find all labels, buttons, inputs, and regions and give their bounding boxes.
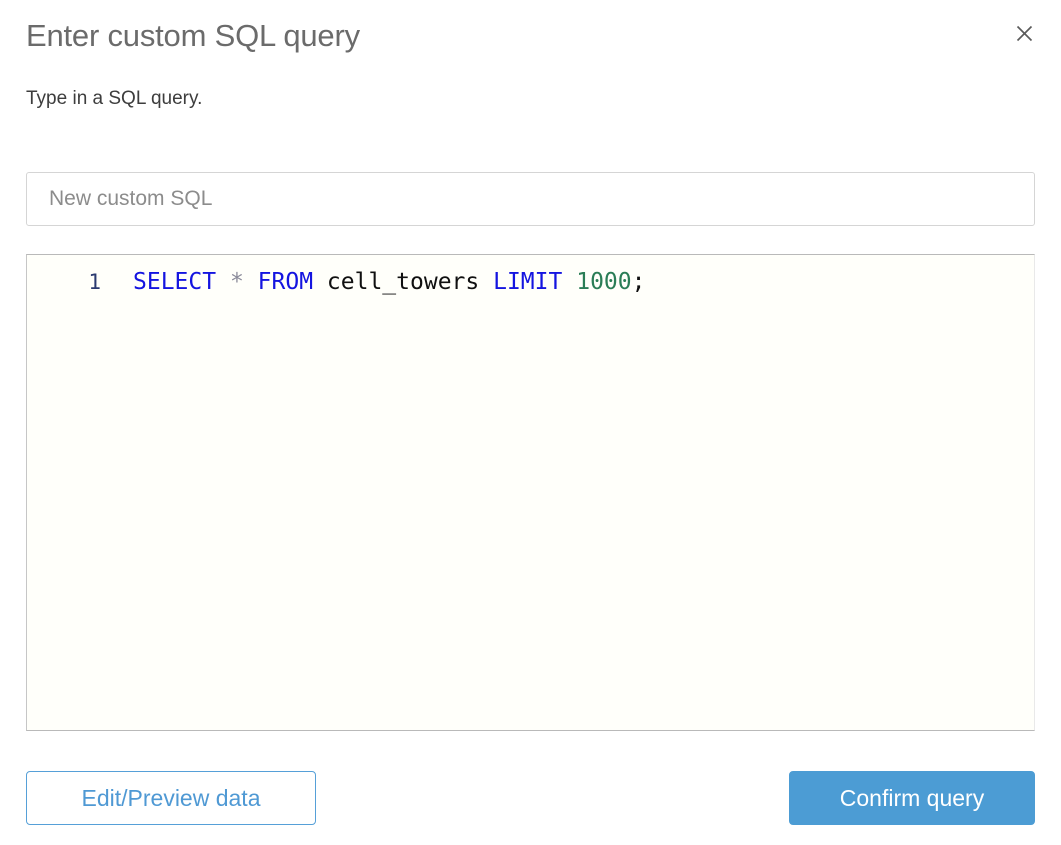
code-space <box>216 269 230 295</box>
edit-preview-data-button[interactable]: Edit/Preview data <box>26 771 316 825</box>
code-space <box>244 269 258 295</box>
sql-code-editor[interactable]: 1 SELECT * FROM cell_towers LIMIT 1000; <box>26 254 1035 731</box>
query-name-input[interactable] <box>26 172 1035 226</box>
code-line: 1 SELECT * FROM cell_towers LIMIT 1000; <box>27 255 1034 297</box>
confirm-query-button[interactable]: Confirm query <box>789 771 1035 825</box>
sql-keyword-select: SELECT <box>133 269 217 295</box>
sql-star-token: * <box>229 269 244 295</box>
code-space <box>313 269 327 295</box>
page-title: Enter custom SQL query <box>26 18 360 53</box>
code-content: SELECT * FROM cell_towers LIMIT 1000; <box>105 267 645 297</box>
code-space <box>479 269 493 295</box>
sql-keyword-limit: LIMIT <box>493 269 563 295</box>
sql-keyword-from: FROM <box>257 269 314 295</box>
sql-semicolon: ; <box>631 269 646 295</box>
close-icon[interactable] <box>1009 18 1039 48</box>
dialog-subtitle: Type in a SQL query. <box>26 88 203 109</box>
code-space <box>562 269 576 295</box>
line-number: 1 <box>88 270 101 294</box>
sql-table-name: cell_towers <box>326 269 480 295</box>
sql-limit-value: 1000 <box>576 269 632 295</box>
